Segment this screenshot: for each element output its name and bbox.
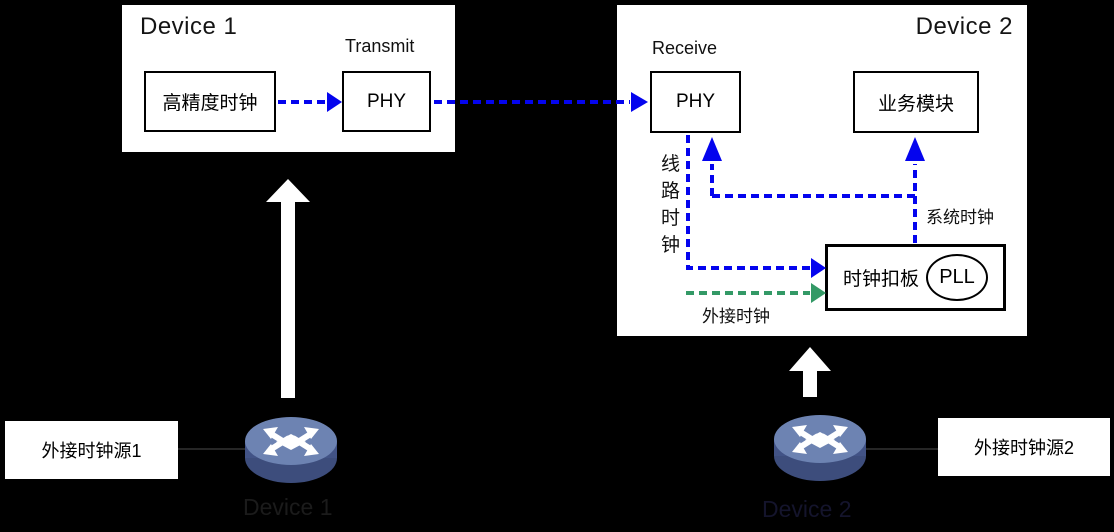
device2-title: Device 2 (915, 13, 1013, 40)
device1-phy-box: PHY (342, 71, 431, 132)
receive-label: Receive (652, 38, 718, 58)
router1-device-caption: Device 1 (243, 494, 333, 520)
router2-device-caption: Device 2 (762, 496, 852, 522)
external-source1-box: 外接时钟源1 (5, 421, 178, 479)
line-clock-label: 线路时钟 (661, 154, 681, 256)
device2-phy-box: PHY (650, 71, 741, 133)
service-module-box: 业务模块 (853, 71, 979, 133)
system-clock-to-service-arrowhead (905, 137, 925, 161)
router2-icon (774, 415, 866, 481)
high-precision-clock-box: 高精度时钟 (144, 71, 276, 132)
transmit-label: Transmit (345, 36, 415, 56)
system-clock-to-phy2-arrowhead (702, 137, 722, 161)
device1-panel: Device 1 Transmit 高精度时钟 PHY (122, 5, 455, 152)
clock-board-label: 时钟扣板 (842, 269, 919, 290)
line-clock-arrowhead (811, 258, 826, 278)
external-source2-box: 外接时钟源2 (938, 418, 1110, 476)
clock-to-phy1-arrowhead (327, 92, 342, 112)
pll-ellipse: PLL (926, 254, 988, 301)
system-clock-label: 系统时钟 (926, 208, 994, 227)
router1-icon (245, 417, 337, 483)
source2-up-arrow (789, 347, 831, 397)
external-clock-arrowhead (811, 283, 826, 303)
source1-up-arrow (266, 179, 310, 398)
clock-board-box: 时钟扣板 PLL (825, 244, 1006, 311)
phy1-to-phy2-arrowhead (631, 92, 648, 112)
device1-title: Device 1 (140, 13, 238, 40)
line-clock-path (686, 135, 810, 270)
external-clock-label: 外接时钟 (702, 307, 770, 326)
device2-panel: Device 2 Receive PHY 业务模块 时钟扣板 PLL 线路时钟 … (617, 5, 1027, 336)
